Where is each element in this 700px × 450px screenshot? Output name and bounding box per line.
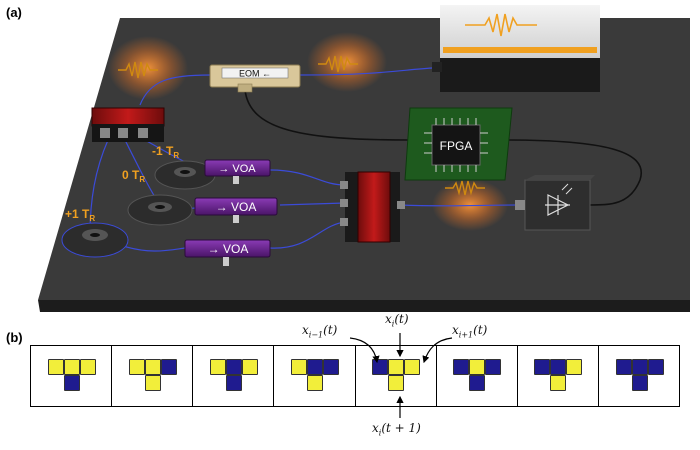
cable-eom-to-fpga: [244, 89, 411, 141]
cell-1-top-1: [144, 359, 161, 375]
fiber-eom-to-splitter: [139, 74, 211, 106]
cell-3-top-2: [323, 359, 339, 375]
cell-4-top-2: [404, 359, 421, 375]
cell-6-bottom: [550, 375, 567, 391]
cell-5-top-1: [469, 359, 486, 375]
voa-3: → VOA: [184, 239, 271, 266]
fiber-laser-to-eom: [299, 67, 433, 76]
cell-3-top-0: [291, 359, 307, 375]
cell-7-bottom: [631, 375, 648, 391]
svg-text:→ VOA: → VOA: [216, 200, 257, 214]
cell-7-top-1: [631, 359, 648, 375]
cell-4-bottom: [388, 375, 405, 391]
fpga-board: FPGA: [404, 107, 513, 181]
arrow-x-i-plus-1: [422, 337, 453, 364]
rule-cell-5: [435, 346, 517, 406]
svg-text:→ VOA: → VOA: [208, 242, 249, 256]
cell-7-top-0: [615, 359, 632, 375]
cell-3-top-1: [307, 359, 323, 375]
laser-source: [432, 5, 600, 92]
cell-2-top-2: [241, 359, 258, 375]
cell-5-top-2: [485, 359, 502, 375]
cell-2-top-1: [225, 359, 242, 375]
label-x-i-plus-1-t: xi+1(t): [452, 323, 488, 340]
cell-3-bottom: [307, 375, 323, 391]
rule-cell-4: [354, 346, 436, 406]
svg-text:EOM ←: EOM ←: [239, 69, 271, 79]
rule-cell-3: [273, 346, 354, 406]
label-x-i-t-plus-1: xi(t + 1): [372, 421, 421, 438]
cell-4-top-1: [388, 359, 405, 375]
panel-b-label: (b): [6, 330, 23, 345]
cell-0-top-0: [47, 359, 64, 375]
panel-a-label: (a): [6, 5, 22, 20]
cell-6-top-1: [550, 359, 567, 375]
rule-table: [30, 345, 680, 407]
cell-7-top-2: [647, 359, 664, 375]
cell-0-bottom: [63, 375, 80, 391]
label-x-i-minus-1-t: xi−1(t): [302, 323, 338, 340]
cell-0-top-1: [63, 359, 80, 375]
svg-text:+1 TR: +1 TR: [65, 207, 95, 223]
cell-6-top-2: [566, 359, 583, 375]
rule-cell-1: [111, 346, 192, 406]
fiber-splitter: [91, 107, 165, 142]
rule-cell-6: [516, 346, 598, 406]
fiber-spool-0: [127, 194, 193, 226]
cell-2-top-0: [209, 359, 226, 375]
fiber-combiner: [340, 171, 405, 243]
voa-1: → VOA: [204, 159, 271, 184]
cell-1-top-0: [128, 359, 145, 375]
cell-0-top-2: [79, 359, 96, 375]
eom-modulator: EOM ←: [209, 64, 301, 93]
cable-fpga-to-detector: [504, 139, 643, 206]
svg-text:FPGA: FPGA: [440, 139, 473, 153]
rule-cell-7: [597, 346, 679, 406]
cell-1-bottom: [144, 375, 161, 391]
cell-1-top-2: [160, 359, 177, 375]
photodetector: [515, 175, 595, 231]
svg-text:-1 TR: -1 TR: [152, 144, 179, 160]
label-x-i-t: xi(t): [385, 312, 409, 329]
cell-5-top-0: [453, 359, 470, 375]
voa-2: → VOA: [194, 197, 278, 223]
arrow-x-i-minus-1: [349, 337, 380, 364]
fiber-spool-plus-1: [61, 222, 129, 258]
rule-cell-2: [192, 346, 273, 406]
cell-6-top-0: [534, 359, 551, 375]
rule-cell-0: [31, 346, 111, 406]
cell-5-bottom: [469, 375, 486, 391]
experimental-setup-diagram: EOM ← -1 TR 0 TR +1 TR → VOA → VOA: [38, 5, 690, 312]
cell-2-bottom: [225, 375, 242, 391]
fiber-spool-minus-1: [154, 160, 216, 190]
svg-text:→ VOA: → VOA: [218, 163, 256, 175]
